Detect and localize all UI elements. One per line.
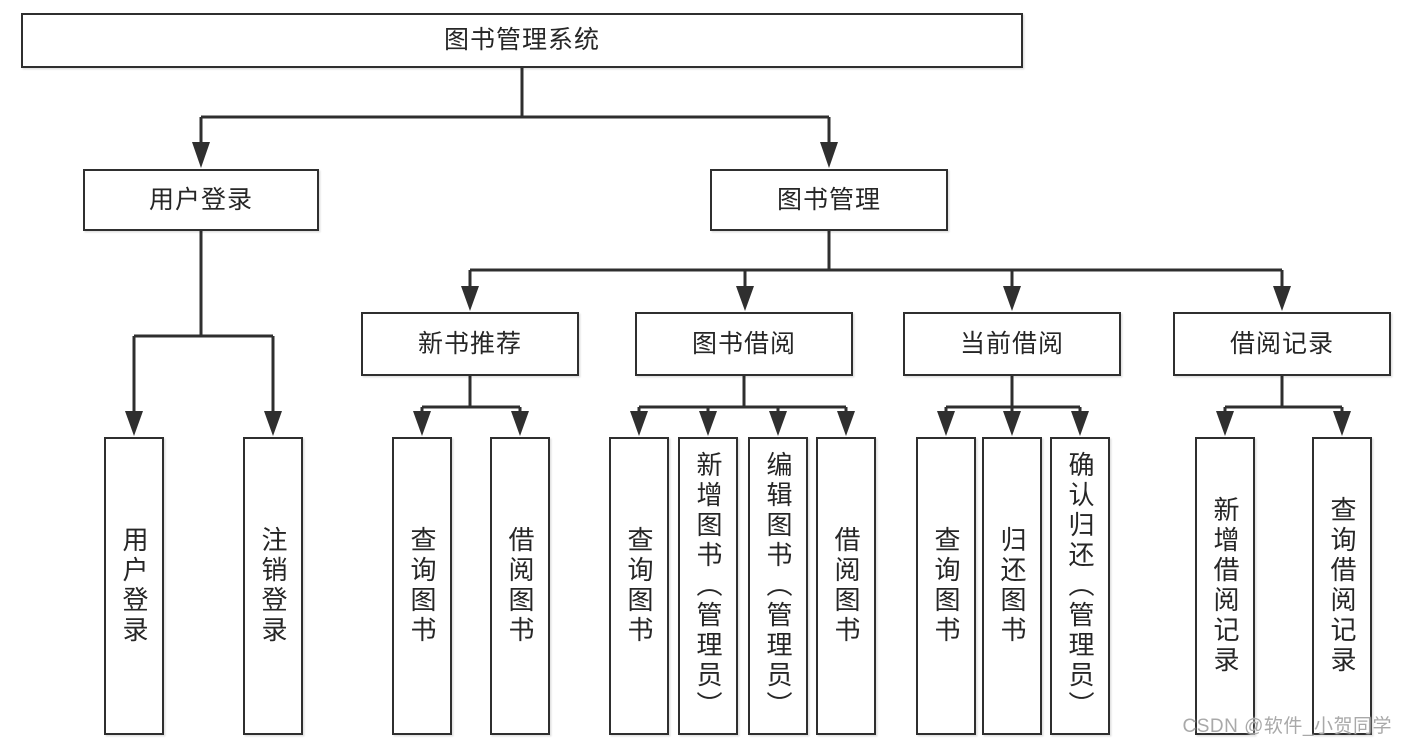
arrowhead-icon — [264, 411, 282, 436]
arrowhead-icon — [769, 411, 787, 436]
arrowhead-icon — [511, 411, 529, 436]
leaf-node-add-book-admin: 新增图书（管理员） — [678, 437, 738, 735]
leaf-node-logout: 注销登录 — [243, 437, 303, 735]
leaf-node-label: 借阅图书 — [505, 526, 535, 646]
category-node-new-book-recommend: 新书推荐 — [361, 312, 579, 376]
category-node-current-borrow: 当前借阅 — [903, 312, 1121, 376]
arrowhead-icon — [1333, 411, 1351, 436]
leaf-node-return-books: 归还图书 — [982, 437, 1042, 735]
leaf-node-label: 新增图书（管理员） — [693, 451, 723, 721]
leaf-node-label: 用户登录 — [119, 526, 149, 646]
arrowhead-icon — [461, 286, 479, 311]
branch-node-user-login: 用户登录 — [83, 169, 319, 231]
arrowhead-icon — [699, 411, 717, 436]
leaf-node-query-books: 查询图书 — [916, 437, 976, 735]
leaf-node-label: 查询图书 — [407, 526, 437, 646]
leaf-node-query-books: 查询图书 — [392, 437, 452, 735]
arrowhead-icon — [837, 411, 855, 436]
arrowhead-icon — [1273, 286, 1291, 311]
arrowhead-icon — [1216, 411, 1234, 436]
category-node-label: 当前借阅 — [959, 329, 1064, 358]
category-node-label: 借阅记录 — [1229, 329, 1334, 358]
leaf-node-label: 查询图书 — [624, 526, 654, 646]
leaf-node-user-login: 用户登录 — [104, 437, 164, 735]
branch-node-label: 用户登录 — [148, 185, 253, 214]
category-node-book-borrow: 图书借阅 — [635, 312, 853, 376]
leaf-node-query-borrow-record: 查询借阅记录 — [1312, 437, 1372, 735]
watermark: CSDN @软件_小贺同学 — [1182, 716, 1392, 737]
leaf-node-label: 归还图书 — [997, 526, 1027, 646]
leaf-node-label: 借阅图书 — [831, 526, 861, 646]
leaf-node-label: 编辑图书（管理员） — [763, 451, 793, 721]
leaf-node-edit-book-admin: 编辑图书（管理员） — [748, 437, 808, 735]
arrowhead-icon — [736, 286, 754, 311]
arrowhead-icon — [630, 411, 648, 436]
arrowhead-icon — [820, 142, 838, 168]
arrowhead-icon — [192, 142, 210, 168]
arrowhead-icon — [125, 411, 143, 436]
leaf-node-borrow-books: 借阅图书 — [816, 437, 876, 735]
arrowhead-icon — [1003, 411, 1021, 436]
leaf-node-label: 注销登录 — [258, 526, 288, 646]
arrowhead-icon — [1071, 411, 1089, 436]
leaf-node-confirm-return-admin: 确认归还（管理员） — [1050, 437, 1110, 735]
leaf-node-query-books: 查询图书 — [609, 437, 669, 735]
leaf-node-borrow-books: 借阅图书 — [490, 437, 550, 735]
leaf-node-label: 查询借阅记录 — [1327, 496, 1357, 676]
arrowhead-icon — [937, 411, 955, 436]
arrowhead-icon — [413, 411, 431, 436]
root-node-library-system: 图书管理系统 — [21, 13, 1023, 68]
leaf-node-label: 新增借阅记录 — [1210, 496, 1240, 676]
leaf-node-label: 确认归还（管理员） — [1065, 451, 1095, 721]
category-node-borrow-records: 借阅记录 — [1173, 312, 1391, 376]
category-node-label: 图书借阅 — [691, 329, 796, 358]
leaf-node-add-borrow-record: 新增借阅记录 — [1195, 437, 1255, 735]
branch-node-book-management: 图书管理 — [710, 169, 948, 231]
arrowhead-icon — [1003, 286, 1021, 311]
root-node-label: 图书管理系统 — [443, 26, 600, 54]
leaf-node-label: 查询图书 — [931, 526, 961, 646]
branch-node-label: 图书管理 — [776, 185, 881, 214]
category-node-label: 新书推荐 — [417, 329, 522, 358]
